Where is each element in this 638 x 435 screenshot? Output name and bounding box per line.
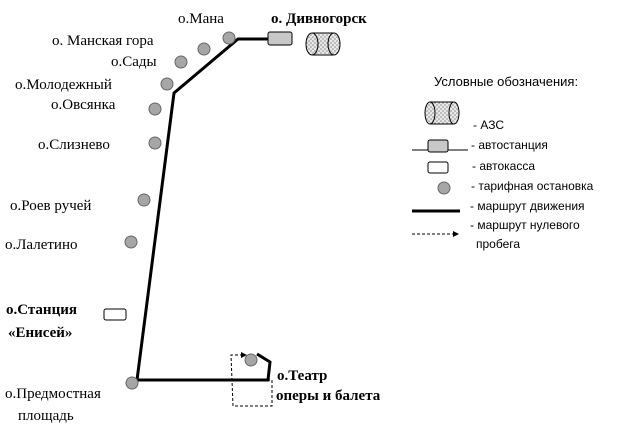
legend-ticket-office-label: - автокасса <box>472 159 535 173</box>
label-theatre-line2: оперы и балета <box>276 388 381 404</box>
legend: Условные обозначения: - АЗС - автостанци… <box>412 74 594 251</box>
gas-station-icon <box>305 32 341 56</box>
stop-dot-molodezhny <box>160 77 174 91</box>
label-predmostnaya-line2: площадь <box>18 408 74 424</box>
legend-fare-stop-label: - тарифная остановка <box>471 179 594 193</box>
stop-dot-laletino <box>124 235 138 249</box>
legend-title: Условные обозначения: <box>434 74 578 89</box>
legend-bus-station-icon <box>427 139 449 153</box>
label-roev-ruchey: о.Роев ручей <box>10 198 91 214</box>
stop-dot-roev-ruchey <box>137 193 151 207</box>
label-divnogorsk: о. Дивногорск <box>271 11 367 27</box>
label-sady: о.Сады <box>111 54 157 70</box>
stop-dot-sliznevo <box>148 136 162 150</box>
stop-dot-predmostnaya <box>125 376 139 390</box>
label-mana: о.Мана <box>178 11 224 27</box>
legend-empty-run-label-line1: - маршрут нулевого <box>470 218 580 232</box>
label-predmostnaya-line1: о.Предмостная <box>5 386 101 402</box>
label-sliznevo: о.Слизнево <box>38 137 110 153</box>
label-ovsyanka: о.Овсянка <box>51 97 116 113</box>
legend-bus-station-label: - автостанция <box>471 138 548 152</box>
stop-dot-sady <box>174 55 188 69</box>
stop-dot-theatre <box>244 353 258 367</box>
main-route-line <box>135 37 272 382</box>
stop-dot-mana <box>222 31 236 45</box>
legend-gas-station-label: - АЗС <box>473 118 504 132</box>
legend-fare-stop-icon <box>437 181 451 195</box>
label-manskaya-gora: о. Манская гора <box>52 33 154 49</box>
label-theatre-line1: о.Театр <box>277 368 327 384</box>
legend-gas-station-icon <box>424 101 460 125</box>
label-molodezhny: о.Молодежный <box>15 77 112 93</box>
legend-route-label: - маршрут движения <box>470 199 585 213</box>
label-station-line1: о.Станция <box>6 302 77 318</box>
empty-run-route-line <box>230 352 273 407</box>
stop-dot-ovsyanka <box>148 102 162 116</box>
stop-dot-manskaya-gora <box>197 42 211 56</box>
label-station-line2: «Енисей» <box>8 325 72 341</box>
legend-empty-run-label-line2: пробега <box>476 237 520 251</box>
ticket-office-icon <box>103 308 127 321</box>
legend-ticket-office-icon <box>427 161 449 174</box>
bus-station-icon <box>267 31 293 46</box>
label-laletino: о.Лалетино <box>5 237 77 253</box>
